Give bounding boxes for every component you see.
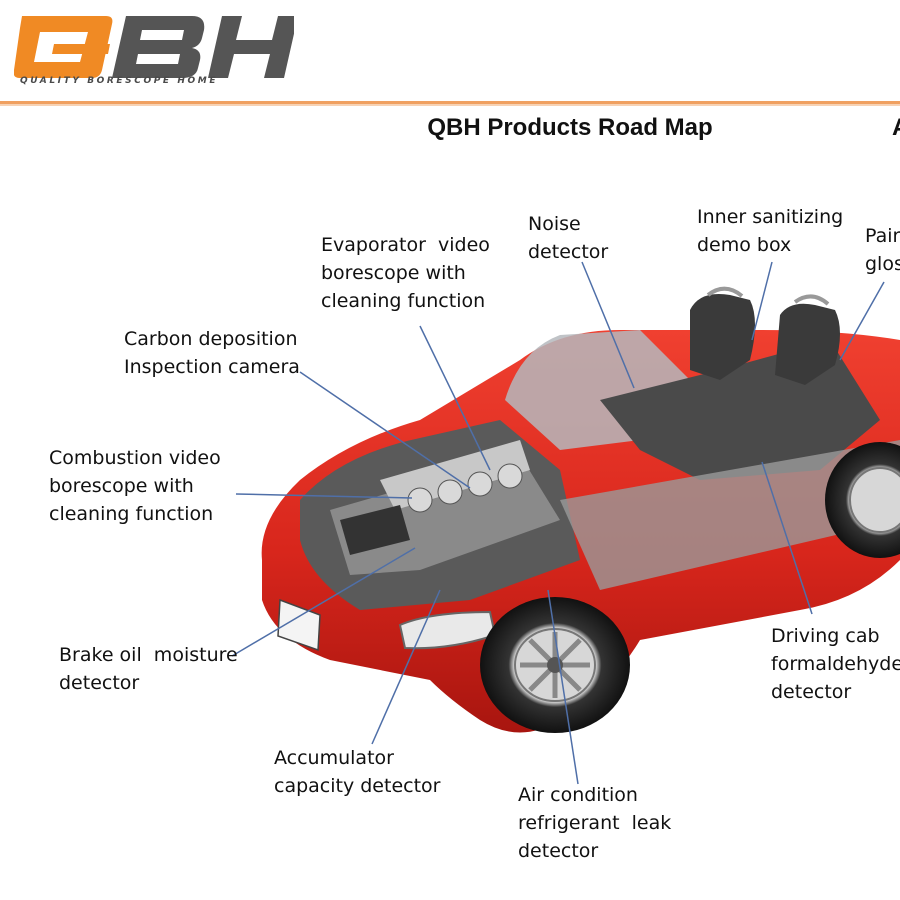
- seat-left: [690, 294, 755, 380]
- leader-lines: [231, 261, 885, 785]
- label-paint-gloss: Pair glos: [865, 225, 900, 275]
- seat-right: [775, 303, 840, 385]
- label-accumulator-capacity-detector: Accumulator capacity detector: [274, 747, 441, 797]
- brand-tagline: QUALITY BORESCOPE HOME: [20, 76, 219, 86]
- label-brake-oil-moisture-detector: Brake oil moisture detector: [59, 644, 238, 694]
- front-wheel: [480, 597, 630, 733]
- label-evaporator-video-borescope: Evaporator video borescope with cleaning…: [321, 234, 490, 312]
- rear-wheel: [825, 442, 900, 558]
- header: QUALITY BORESCOPE HOME: [0, 0, 900, 106]
- label-combustion-video-borescope: Combustion video borescope with cleaning…: [49, 447, 221, 525]
- page-title-cut: A: [892, 114, 900, 142]
- label-inner-sanitizing-demo-box: Inner sanitizing demo box: [697, 206, 844, 256]
- page-title: QBH Products Road Map: [427, 114, 713, 141]
- qbh-logo: [14, 16, 294, 78]
- header-divider: [0, 101, 900, 104]
- label-carbon-deposition-camera: Carbon deposition Inspection camera: [124, 328, 300, 378]
- header-divider-shadow: [0, 104, 900, 106]
- label-noise-detector: Noise detector: [528, 213, 609, 263]
- label-driving-cab-formaldehyde-detector: Driving cab formaldehyde detector: [771, 625, 900, 703]
- label-air-condition-leak-detector: Air condition refrigerant leak detector: [518, 784, 672, 862]
- license-plate: [277, 598, 321, 652]
